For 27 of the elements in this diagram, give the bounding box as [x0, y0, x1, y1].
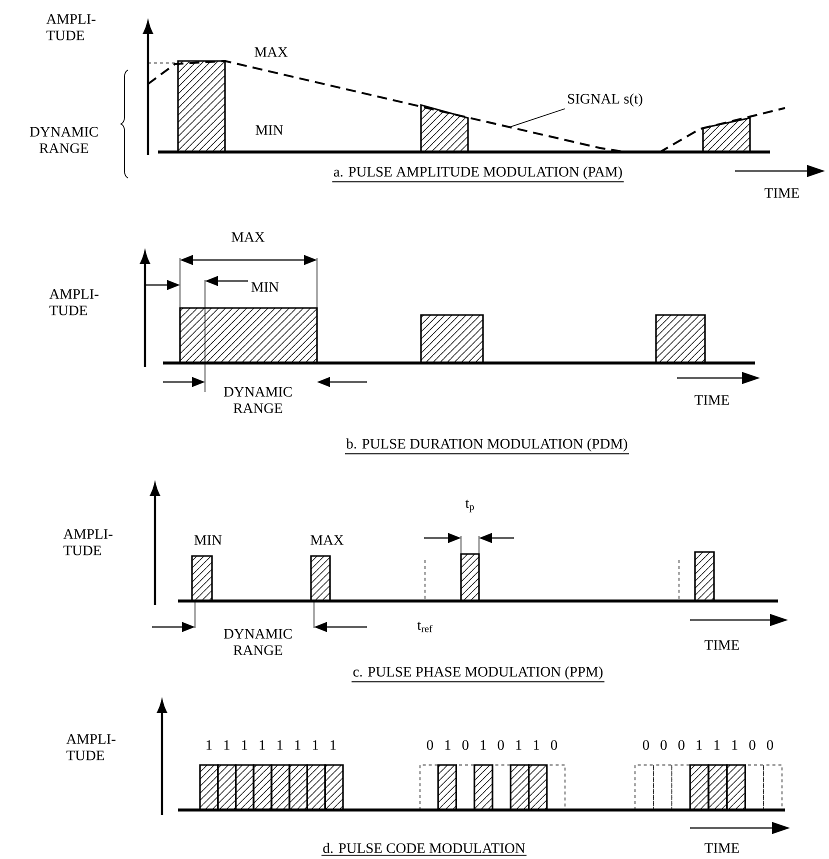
leader-line	[510, 108, 566, 128]
axis-label: AMPLI- TUDE	[46, 14, 96, 40]
axis-label: TIME	[694, 395, 729, 405]
time-label: t$_{ref}$	[417, 622, 432, 632]
axis-label: AMPLI- TUDE	[49, 289, 98, 316]
bit-label: 1 1 1 1 1 1 1 1	[206, 740, 336, 750]
min-label: MIN	[194, 535, 222, 545]
range-label: DYNAMIC RANGE	[30, 126, 98, 154]
axis-label: TIME	[704, 640, 739, 650]
caption: c. PULSE PHASE MODULATION (PPM)	[351, 666, 605, 682]
caption: b. PULSE DURATION MODULATION (PDM)	[344, 438, 630, 454]
range-label: DYNAMIC RANGE	[224, 386, 292, 414]
caption: a. PULSE AMPLITUDE MODULATION (PAM)	[332, 166, 624, 182]
axis-label: AMPLI- TUDE	[66, 734, 116, 760]
bit-label: 0 1 0 1 0 1 1 0	[426, 740, 558, 750]
min-label: MIN	[256, 125, 283, 135]
bit-label: 0 0 0 1 1 1 0 0	[642, 740, 774, 750]
caption: d. PULSE CODE MODULATION	[321, 842, 527, 856]
time-label: t$_{p}$	[465, 500, 474, 512]
range-label: DYNAMIC RANGE	[224, 628, 292, 656]
max-label: MAX	[232, 232, 265, 242]
max-label: MAX	[310, 535, 344, 545]
min-label: MIN	[251, 282, 279, 292]
signal-curve	[147, 60, 786, 153]
axis-label: AMPLI- TUDE	[63, 529, 112, 556]
axis-label: TIME	[704, 843, 739, 853]
axis-label: TIME	[764, 188, 799, 198]
